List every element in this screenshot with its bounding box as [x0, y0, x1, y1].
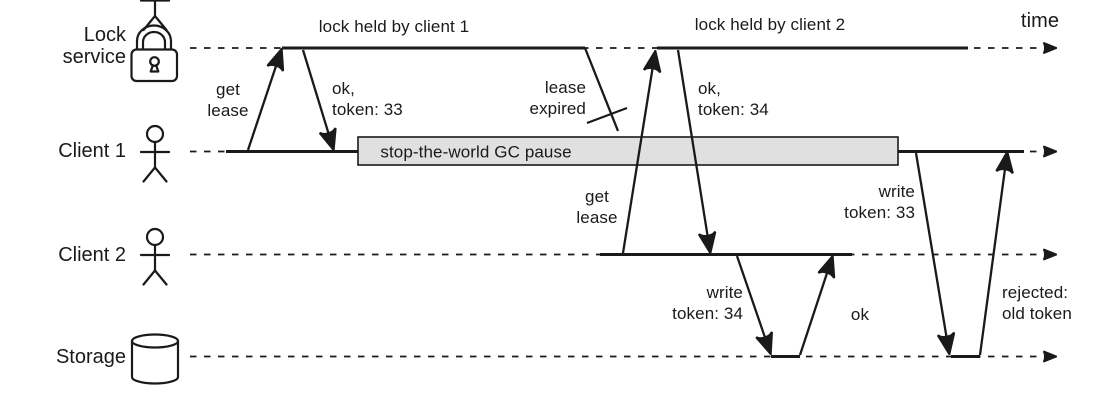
label-lane-lock-service: Lock service — [62, 24, 126, 68]
person-icon-client-1 — [139, 124, 171, 183]
label-ok-token-33: ok, token: 33 — [332, 79, 403, 119]
label-rejected-old-token: rejected: old token — [1002, 283, 1072, 323]
label-get-lease-2: get lease — [576, 187, 618, 227]
label-time-axis: time — [1020, 10, 1060, 32]
label-ok-token-34: ok, token: 34 — [698, 79, 769, 119]
label-lock-held-by-client-1: lock held by client 1 — [318, 17, 470, 36]
person-icon-client-2 — [139, 227, 171, 286]
label-lane-client-2: Client 2 — [58, 244, 126, 266]
label-lock-held-by-client-2: lock held by client 2 — [694, 15, 846, 34]
arrow-ok-token-33 — [301, 49, 333, 148]
database-cylinder-icon — [130, 333, 180, 385]
lease-expired-cross-icon — [586, 106, 628, 125]
label-lease-expired: lease expired — [529, 78, 586, 118]
label-ok-response: ok — [850, 305, 870, 324]
line-lease-expired — [583, 47, 620, 132]
arrow-get-lease-client-2 — [621, 53, 655, 254]
padlock-icon — [130, 24, 179, 83]
arrow-ok-token-34 — [676, 49, 710, 251]
label-gc-pause: stop-the-world GC pause — [380, 142, 572, 161]
gc-pause-box — [357, 136, 899, 166]
arrow-write-token-33 — [914, 152, 949, 352]
arrow-storage-rejected — [978, 154, 1007, 356]
label-lane-storage: Storage — [55, 346, 126, 368]
arrow-storage-ok — [798, 258, 832, 356]
label-lane-client-1: Client 1 — [58, 140, 126, 162]
label-write-token-33: write token: 33 — [844, 182, 915, 222]
arrow-write-token-34 — [735, 255, 770, 352]
label-write-token-34: write token: 34 — [672, 283, 743, 323]
label-get-lease-1: get lease — [207, 80, 249, 120]
arrow-get-lease-client-1 — [246, 51, 281, 151]
